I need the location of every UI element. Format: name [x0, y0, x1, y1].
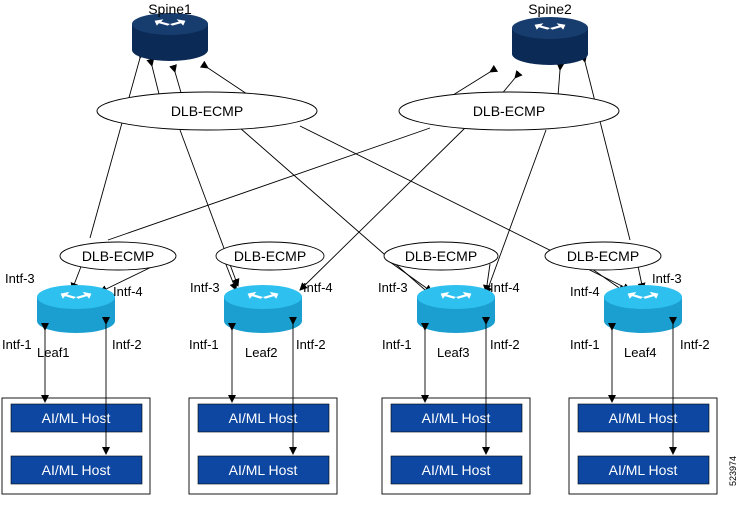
- svg-text:Intf-4: Intf-4: [570, 284, 600, 299]
- svg-text:Leaf3: Leaf3: [437, 345, 470, 360]
- leaf-3[interactable]: [417, 285, 495, 333]
- svg-text:AI/ML Host: AI/ML Host: [42, 462, 111, 478]
- leaf-4[interactable]: [604, 285, 682, 333]
- host-group-1: AI/ML Host AI/ML Host: [1, 397, 151, 495]
- svg-text:Intf-1: Intf-1: [189, 337, 219, 352]
- host-2a[interactable]: [197, 403, 330, 433]
- svg-text:DLB-ECMP: DLB-ECMP: [473, 103, 545, 119]
- host-links: [41, 317, 677, 455]
- top-ecmp-2: DLB-ECMP: [398, 91, 620, 131]
- top-ecmp-1: DLB-ECMP: [96, 91, 318, 131]
- svg-text:Intf-4: Intf-4: [113, 284, 143, 299]
- svg-text:AI/ML Host: AI/ML Host: [42, 410, 111, 426]
- svg-text:AI/ML Host: AI/ML Host: [609, 410, 678, 426]
- svg-text:Intf-3: Intf-3: [652, 271, 682, 286]
- svg-text:Intf-1: Intf-1: [2, 337, 32, 352]
- leaf-2-ecmp: DLB-ECMP: [215, 241, 325, 271]
- svg-text:AI/ML Host: AI/ML Host: [229, 462, 298, 478]
- spine-2-label: Spine2: [528, 1, 572, 17]
- host-2b[interactable]: [197, 455, 330, 485]
- host-3b[interactable]: [390, 455, 523, 485]
- links: [70, 50, 646, 297]
- host-group-4: AI/ML Host AI/ML Host: [568, 397, 718, 495]
- svg-text:Intf-2: Intf-2: [680, 337, 710, 352]
- svg-text:Leaf4: Leaf4: [624, 345, 657, 360]
- svg-text:Intf-1: Intf-1: [382, 337, 412, 352]
- svg-text:DLB-ECMP: DLB-ECMP: [171, 103, 243, 119]
- host-4b[interactable]: [577, 455, 710, 485]
- svg-text:Intf-2: Intf-2: [490, 337, 520, 352]
- figure-id: 523974: [728, 456, 738, 486]
- svg-text:Leaf1: Leaf1: [37, 345, 70, 360]
- svg-text:Intf-3: Intf-3: [190, 280, 220, 295]
- host-1a[interactable]: [10, 403, 143, 433]
- svg-text:AI/ML Host: AI/ML Host: [422, 410, 491, 426]
- host-group-2: AI/ML Host AI/ML Host: [188, 397, 338, 495]
- leaf-3-ecmp: DLB-ECMP: [383, 241, 499, 271]
- host-1b[interactable]: [10, 455, 143, 485]
- host-3a[interactable]: [390, 403, 523, 433]
- svg-text:Intf-1: Intf-1: [570, 337, 600, 352]
- svg-text:DLB-ECMP: DLB-ECMP: [234, 248, 306, 264]
- svg-text:Intf-4: Intf-4: [490, 280, 520, 295]
- host-group-3: AI/ML Host AI/ML Host: [381, 397, 531, 495]
- spine-1[interactable]: [132, 13, 208, 61]
- spine-2[interactable]: [512, 17, 588, 65]
- svg-text:DLB-ECMP: DLB-ECMP: [82, 248, 154, 264]
- leaf-1[interactable]: [37, 285, 115, 333]
- svg-text:AI/ML Host: AI/ML Host: [609, 462, 678, 478]
- spine-1-label: Spine1: [148, 1, 192, 17]
- leaf-1-ecmp: DLB-ECMP: [59, 241, 177, 271]
- leaf-4-ecmp: DLB-ECMP: [544, 241, 662, 271]
- svg-text:Intf-2: Intf-2: [296, 337, 326, 352]
- svg-text:AI/ML Host: AI/ML Host: [229, 410, 298, 426]
- svg-text:Leaf2: Leaf2: [245, 345, 278, 360]
- leaf-2[interactable]: [224, 285, 302, 333]
- svg-text:AI/ML Host: AI/ML Host: [422, 462, 491, 478]
- svg-text:Intf-3: Intf-3: [378, 280, 408, 295]
- svg-text:DLB-ECMP: DLB-ECMP: [405, 248, 477, 264]
- svg-text:Intf-3: Intf-3: [5, 271, 35, 286]
- svg-text:DLB-ECMP: DLB-ECMP: [567, 248, 639, 264]
- svg-text:Intf-2: Intf-2: [112, 337, 142, 352]
- host-4a[interactable]: [577, 403, 710, 433]
- svg-text:Intf-4: Intf-4: [303, 280, 333, 295]
